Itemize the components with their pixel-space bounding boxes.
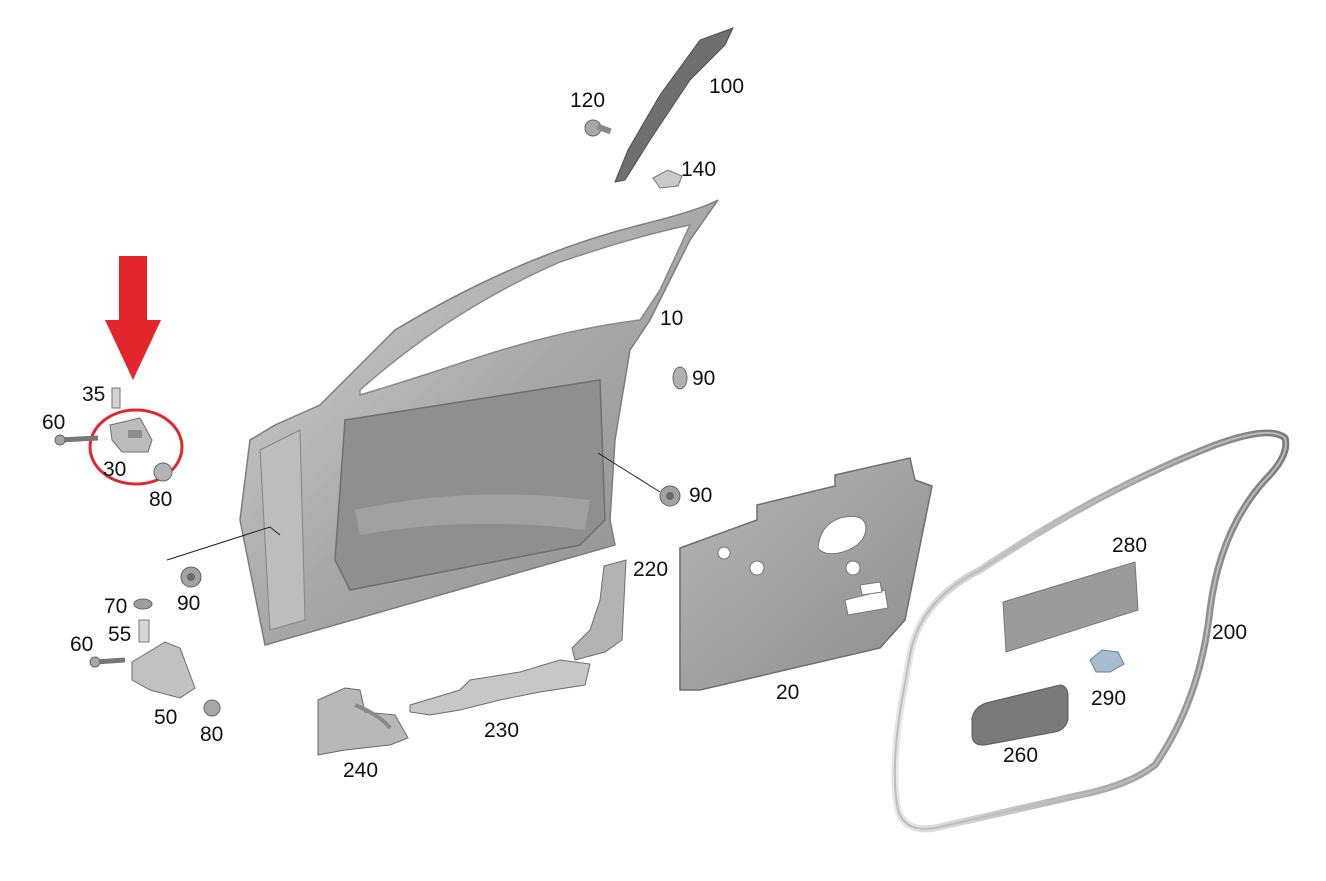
callout-240: 240 [343,759,379,782]
rail-part [409,659,591,716]
callout-90-left: 90 [177,592,201,615]
bracket-part [571,559,627,661]
clip-part [652,169,683,189]
callout-120: 120 [570,89,606,112]
lock-module-part [317,687,409,756]
callout-70: 70 [104,595,128,618]
window-frame-trim-part [614,27,734,183]
callout-60-top: 60 [42,411,66,434]
bolt-part [584,119,612,137]
grommet-part-left [166,526,281,588]
callout-20: 20 [776,681,800,704]
callout-230: 230 [484,719,520,742]
callout-60-bottom: 60 [70,633,94,656]
callout-220: 220 [633,558,669,581]
foam-pad-upper-part [1002,561,1139,653]
callout-280: 280 [1112,534,1148,557]
plastic-clip-part [1089,649,1125,673]
callout-30: 30 [103,458,127,481]
callout-80-bottom: 80 [200,723,224,746]
upper-hinge-part [54,387,173,482]
callout-90-mid: 90 [689,484,713,507]
callout-10: 10 [660,307,684,330]
highlight-circle [88,408,184,486]
callout-140: 140 [681,158,717,181]
callout-260: 260 [1003,744,1039,767]
callout-50: 50 [154,706,178,729]
callout-55: 55 [108,623,132,646]
callout-100: 100 [709,75,745,98]
door-shell-part [239,199,719,646]
callout-35: 35 [82,383,106,406]
callout-290: 290 [1091,687,1127,710]
lower-hinge-part [89,598,221,717]
inner-panel-part [679,457,933,691]
callout-90-top: 90 [692,367,716,390]
grommet-part-mid [597,452,681,507]
callout-80-top: 80 [149,488,173,511]
highlight-arrow [105,256,161,380]
grommet-part-top [672,366,688,390]
callout-200: 200 [1212,621,1248,644]
foam-pad-lower-part [971,684,1069,746]
door-seal-part [891,429,1290,833]
